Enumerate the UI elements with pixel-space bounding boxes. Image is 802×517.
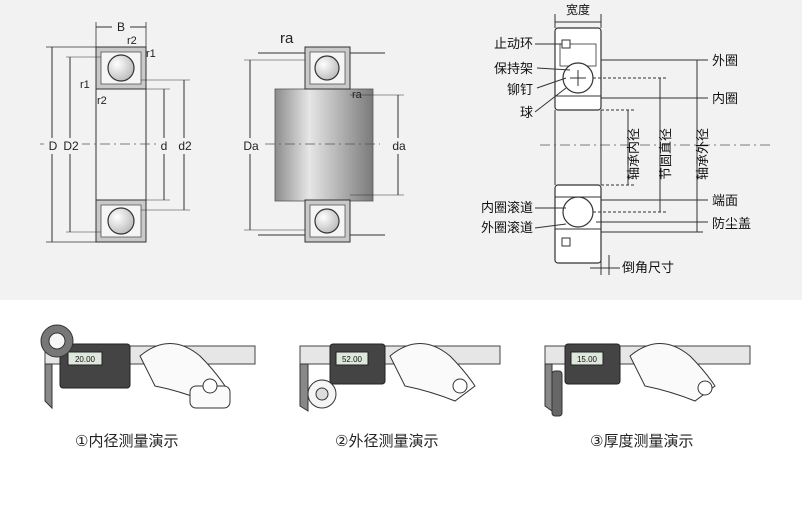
label-inner-raceway: 内圈滚道: [481, 200, 533, 216]
ball-icon: [314, 208, 340, 234]
diagram-2: ra ra Da da: [240, 30, 410, 243]
label-big-d: D: [49, 139, 58, 153]
label-ra-top: ra: [280, 30, 294, 47]
label-r1-inner: r1: [80, 79, 90, 91]
diagram-1: B r2 r1 r1 r2 D D2 d d2: [40, 19, 200, 243]
label-cage: 保持架: [494, 62, 533, 77]
label-end-face: 端面: [712, 194, 738, 209]
ball-icon: [314, 55, 340, 81]
caliper-demo-3: 15.00: [544, 343, 751, 417]
caption-inner-diameter: ①内径测量演示: [75, 432, 179, 450]
caliper-reading-3: 15.00: [577, 355, 598, 364]
caliper-reading-1: 20.00: [75, 355, 96, 364]
label-b: B: [117, 20, 125, 34]
label-ball: 球: [520, 106, 533, 121]
label-outer-ring: 外圈: [712, 54, 738, 69]
label-r2-top: r2: [127, 35, 137, 47]
label-rivet: 铆钉: [507, 83, 533, 98]
label-stop-ring: 止动环: [494, 37, 533, 52]
caption-thickness: ③厚度测量演示: [590, 432, 694, 450]
diagram-3: 宽度 止动环 保持架 铆钉 球 外圈 内圈 端面 防尘盖 内圈滚道 外圈滚道 倒…: [481, 2, 770, 276]
label-width: 宽度: [566, 2, 590, 17]
caption-outer-diameter: ②外径测量演示: [335, 432, 439, 450]
label-r2-inner: r2: [97, 95, 107, 107]
bearing-diagrams: B r2 r1 r1 r2 D D2 d d2 ra: [40, 2, 770, 276]
ball-icon: [107, 54, 135, 82]
caliper-demo-1: 20.00: [40, 324, 256, 410]
label-pitch-dia: 节圆直径: [659, 128, 674, 180]
ball-icon: [562, 196, 594, 228]
caliper-reading-2: 52.00: [342, 355, 363, 364]
label-d2-outer: D2: [63, 139, 79, 153]
label-small-d: d: [161, 139, 168, 153]
label-outer-dia: 轴承外径: [696, 128, 711, 180]
ball-icon: [107, 207, 135, 235]
caliper-demos: 20.00 52.00 15.00: [40, 324, 751, 417]
label-da-inner: da: [392, 139, 406, 153]
label-bore-dia: 轴承内径: [626, 128, 642, 180]
label-ra-inner: ra: [352, 89, 363, 101]
label-inner-ring: 内圈: [712, 91, 738, 107]
caliper-demo-2: 52.00: [299, 343, 501, 412]
label-d2-inner: d2: [178, 139, 192, 153]
label-r1-top: r1: [146, 48, 156, 60]
label-chamfer: 倒角尺寸: [622, 261, 674, 276]
shaft: [274, 88, 374, 202]
label-dust-cover: 防尘盖: [712, 216, 751, 232]
label-da-outer: Da: [243, 139, 259, 153]
label-outer-raceway: 外圈滚道: [481, 220, 533, 236]
